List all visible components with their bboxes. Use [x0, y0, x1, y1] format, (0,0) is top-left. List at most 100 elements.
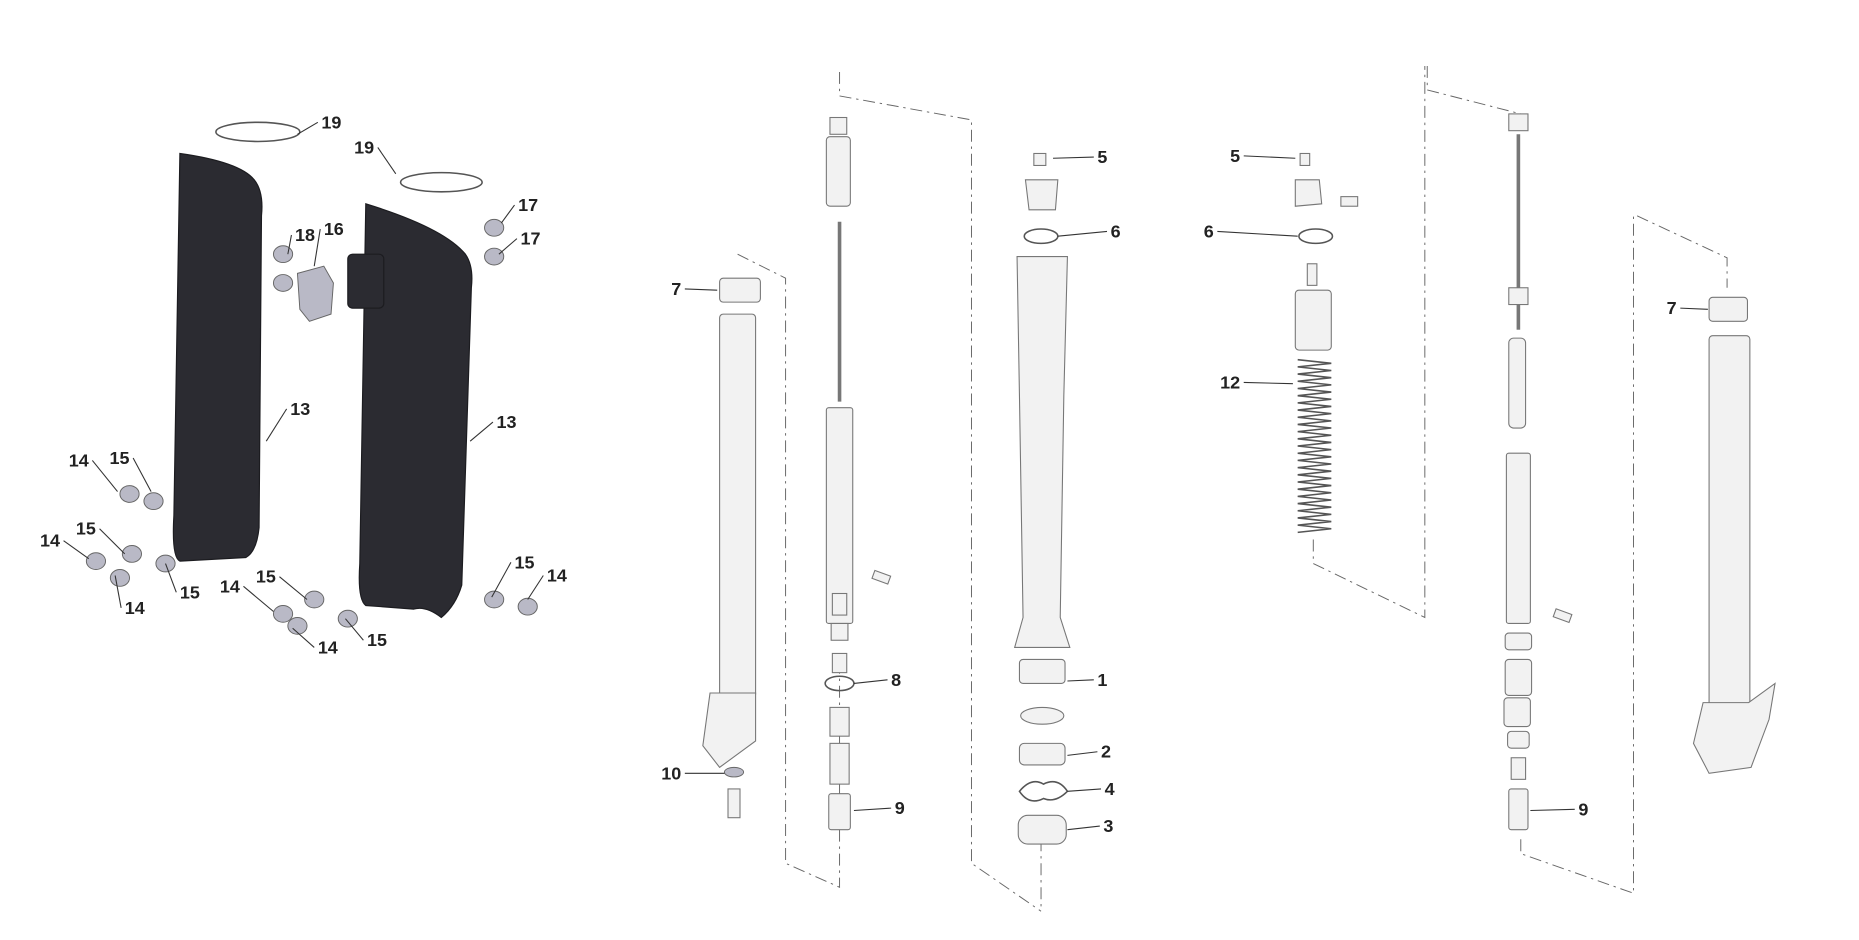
part-number-label: 6 — [1111, 221, 1121, 241]
leader-line — [498, 238, 518, 255]
right-fork-guard — [358, 203, 473, 619]
part-number-label: 7 — [1667, 298, 1677, 318]
snap-ring — [399, 171, 483, 193]
part-number-label: 8 — [891, 670, 901, 690]
leader-line — [853, 807, 892, 812]
part-number-label: 15 — [256, 567, 276, 587]
part-labels: 19 19 17 17 18 1 6 13 13 14 15 14 15 15 14 14 15 14 15 15 14… — [40, 112, 1677, 836]
leader-line — [297, 121, 319, 135]
bolt — [287, 616, 308, 635]
part-number-label: 5 — [1097, 147, 1107, 167]
part-number-label: 12 — [1220, 372, 1240, 392]
leader-line — [500, 204, 515, 224]
right-outer-tube — [1692, 296, 1776, 774]
leader-line — [313, 228, 321, 267]
leader-line — [344, 618, 364, 641]
center-inner-tube — [1013, 152, 1071, 845]
leader-line — [279, 576, 308, 600]
part-number-label: 3 — [1103, 816, 1113, 836]
bolt — [484, 218, 505, 237]
part-number-label: 15 — [110, 448, 130, 468]
part-number-label: 1 — [1097, 670, 1107, 690]
part-number-label: 2 — [1101, 742, 1111, 762]
part-number-label: 10 — [661, 763, 681, 783]
fork-spring — [1297, 358, 1332, 534]
part-number-label: 4 — [1105, 779, 1115, 799]
part-number-label: 17 — [521, 229, 541, 249]
part-number-label: 15 — [367, 630, 387, 650]
part-number-label: 15 — [76, 519, 96, 539]
bolt — [155, 554, 176, 573]
part-number-label: 18 — [295, 225, 315, 245]
leader-line — [1530, 808, 1575, 812]
leader-line — [265, 408, 288, 442]
leader-line — [99, 528, 126, 555]
left-damper-cartridge — [824, 116, 892, 831]
part-number-label: 14 — [220, 576, 240, 596]
bolt — [517, 597, 538, 616]
leader-line — [1680, 307, 1708, 310]
leader-line — [1053, 156, 1094, 159]
dashed-assembly-lines — [737, 65, 1728, 912]
bolt — [272, 274, 294, 292]
bolt — [272, 605, 294, 623]
right-cap-and-spring — [1294, 152, 1359, 534]
part-number-label: 6 — [1204, 221, 1214, 241]
leader-line — [165, 563, 177, 593]
part-number-label: 14 — [125, 598, 145, 618]
part-number-label: 15 — [180, 582, 200, 602]
part-number-label: 13 — [497, 412, 517, 432]
part-number-label: 14 — [547, 566, 567, 586]
leader-line — [287, 234, 292, 255]
bolt — [143, 492, 164, 511]
bolt — [304, 590, 325, 609]
guide-plate — [296, 265, 334, 322]
leader-line — [1067, 825, 1100, 831]
leader-line — [684, 288, 718, 291]
guard-bracket — [347, 253, 385, 309]
left-outer-tube — [702, 277, 761, 819]
leader-line — [63, 540, 90, 560]
fork-guards — [172, 121, 483, 619]
leader-line — [1217, 230, 1298, 237]
snap-ring — [215, 121, 301, 143]
leader-line — [1067, 751, 1098, 756]
bolt — [85, 552, 107, 570]
leader-line — [114, 575, 122, 608]
leader-line — [292, 627, 315, 648]
leader-lines — [63, 121, 1708, 831]
part-number-label: 9 — [1578, 799, 1588, 819]
bolt — [484, 247, 505, 266]
leader-line — [469, 421, 494, 442]
leader-line — [1067, 788, 1102, 792]
bolt — [484, 590, 505, 609]
leader-line — [1057, 230, 1108, 237]
part-number-label: 19 — [321, 112, 341, 132]
bolt — [109, 569, 131, 587]
part-number-label: 14 — [318, 637, 338, 657]
part-number-label: 17 — [518, 195, 538, 215]
bolt — [272, 245, 294, 264]
leader-line — [1243, 155, 1296, 159]
part-number-label: 15 — [515, 552, 535, 572]
leader-line — [132, 457, 152, 492]
part-number-label: 14 — [69, 450, 89, 470]
part-number-label: 19 — [354, 137, 374, 157]
leader-line — [491, 562, 512, 598]
part-number-label: 9 — [895, 798, 905, 818]
leader-line — [853, 679, 888, 684]
leader-line — [1067, 679, 1094, 682]
right-damper-cartridge — [1503, 113, 1573, 831]
left-fork-guard — [172, 152, 263, 562]
part-number-label: 7 — [671, 279, 681, 299]
part-number-label: 14 — [40, 531, 60, 551]
leader-line — [1243, 381, 1293, 385]
leader-line — [527, 575, 544, 600]
leader-line — [243, 585, 274, 612]
bolt — [337, 609, 358, 628]
guard-bolts — [85, 218, 538, 635]
part-number-label: 5 — [1230, 146, 1240, 166]
bolt — [121, 545, 143, 563]
leader-line — [91, 460, 118, 492]
part-number-label: 13 — [290, 399, 310, 419]
